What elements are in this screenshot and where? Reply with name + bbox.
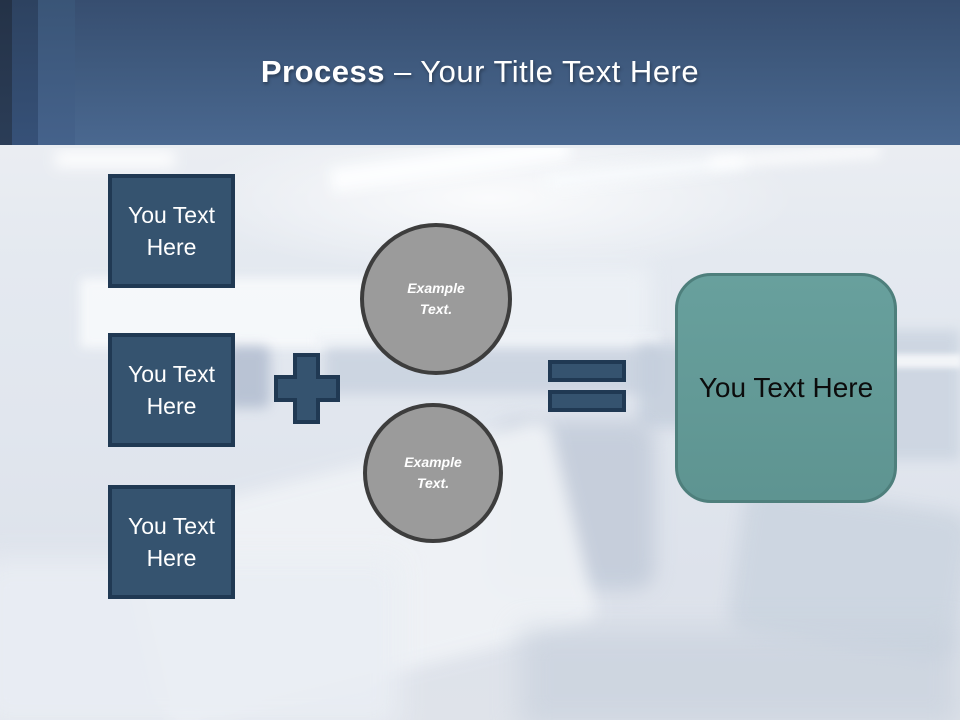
header-left-stripe-2 [12, 0, 38, 145]
process-step-label-3: You Text Here [128, 512, 215, 571]
header-divider-line [0, 145, 960, 148]
example-circle-label-1: Example Text. [407, 280, 465, 317]
slide-title: Process– Your Title Text Here [0, 54, 960, 90]
process-step-box-1: You Text Here [108, 174, 235, 288]
slide-canvas: You Text Here You Text Here You Text Her… [0, 148, 960, 720]
result-box: You Text Here [675, 273, 897, 503]
equals-bar-bottom [548, 390, 626, 412]
example-circle-2: Example Text. [363, 403, 503, 543]
example-circle-1: Example Text. [360, 223, 512, 375]
process-step-box-2: You Text Here [108, 333, 235, 447]
header-left-stripe-3 [38, 0, 75, 145]
result-box-label: You Text Here [698, 372, 874, 403]
classroom-ceiling-light [55, 150, 175, 168]
equals-bar-top [548, 360, 626, 382]
process-step-label-2: You Text Here [128, 360, 215, 419]
plus-icon [274, 353, 340, 424]
slide-title-subtitle: – Your Title Text Here [394, 54, 700, 89]
process-step-box-3: You Text Here [108, 485, 235, 599]
example-circle-label-2: Example Text. [404, 454, 462, 491]
header-left-stripe-1 [0, 0, 12, 145]
slide-header: Process– Your Title Text Here [0, 0, 960, 145]
slide-title-keyword: Process [260, 54, 386, 89]
process-step-label-1: You Text Here [128, 201, 215, 260]
classroom-floor-shadow [520, 628, 960, 720]
equals-icon [548, 360, 626, 420]
